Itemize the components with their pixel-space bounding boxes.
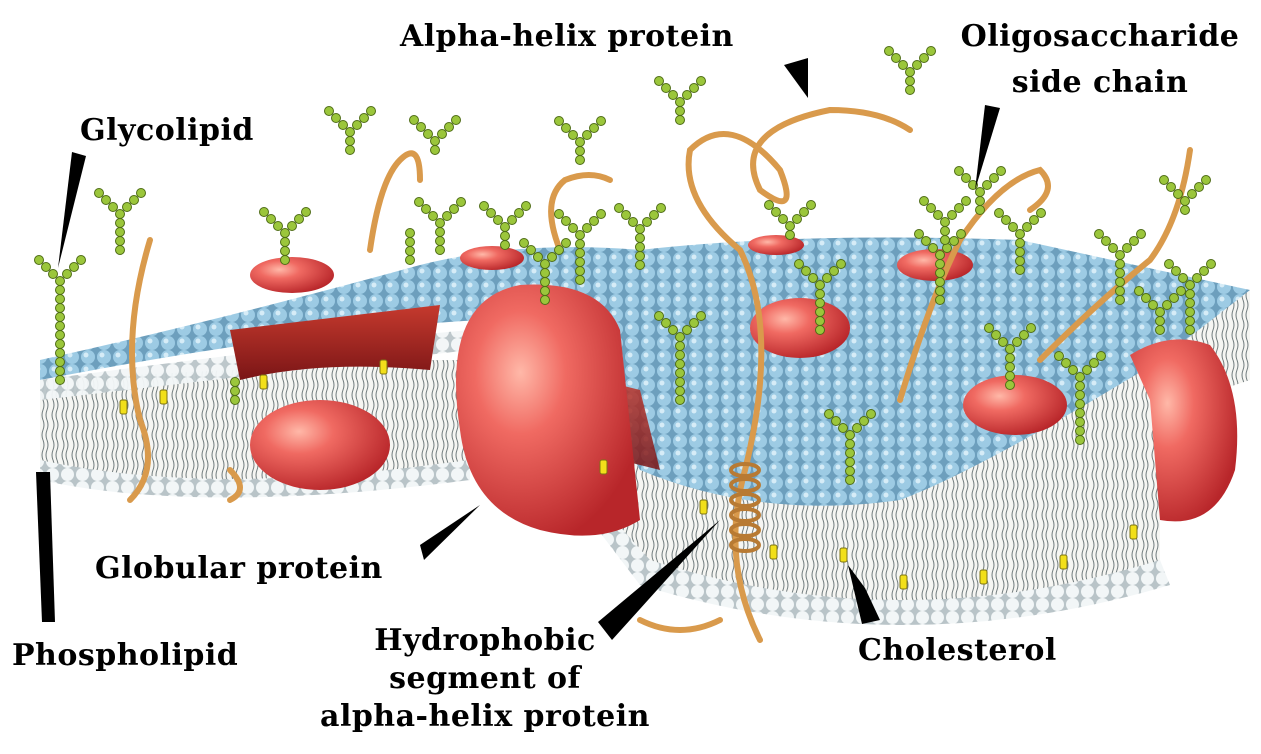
pointer-phospholipid [36,472,55,622]
pointer-alpha-helix [784,58,808,98]
label-cholesterol: Cholesterol [858,632,1057,670]
label-oligosaccharide: Oligosaccharide side chain [940,18,1260,102]
label-phospholipid: Phospholipid [12,637,238,675]
label-glycolipid: Glycolipid [80,112,254,150]
label-alpha-helix-protein: Alpha-helix protein [400,18,734,56]
pointer-globular [420,505,480,560]
pointer-glycolipid [58,152,86,268]
label-globular-protein: Globular protein [95,550,383,588]
label-hydrophobic-segment: Hydrophobic segment of alpha-helix prote… [290,622,680,736]
